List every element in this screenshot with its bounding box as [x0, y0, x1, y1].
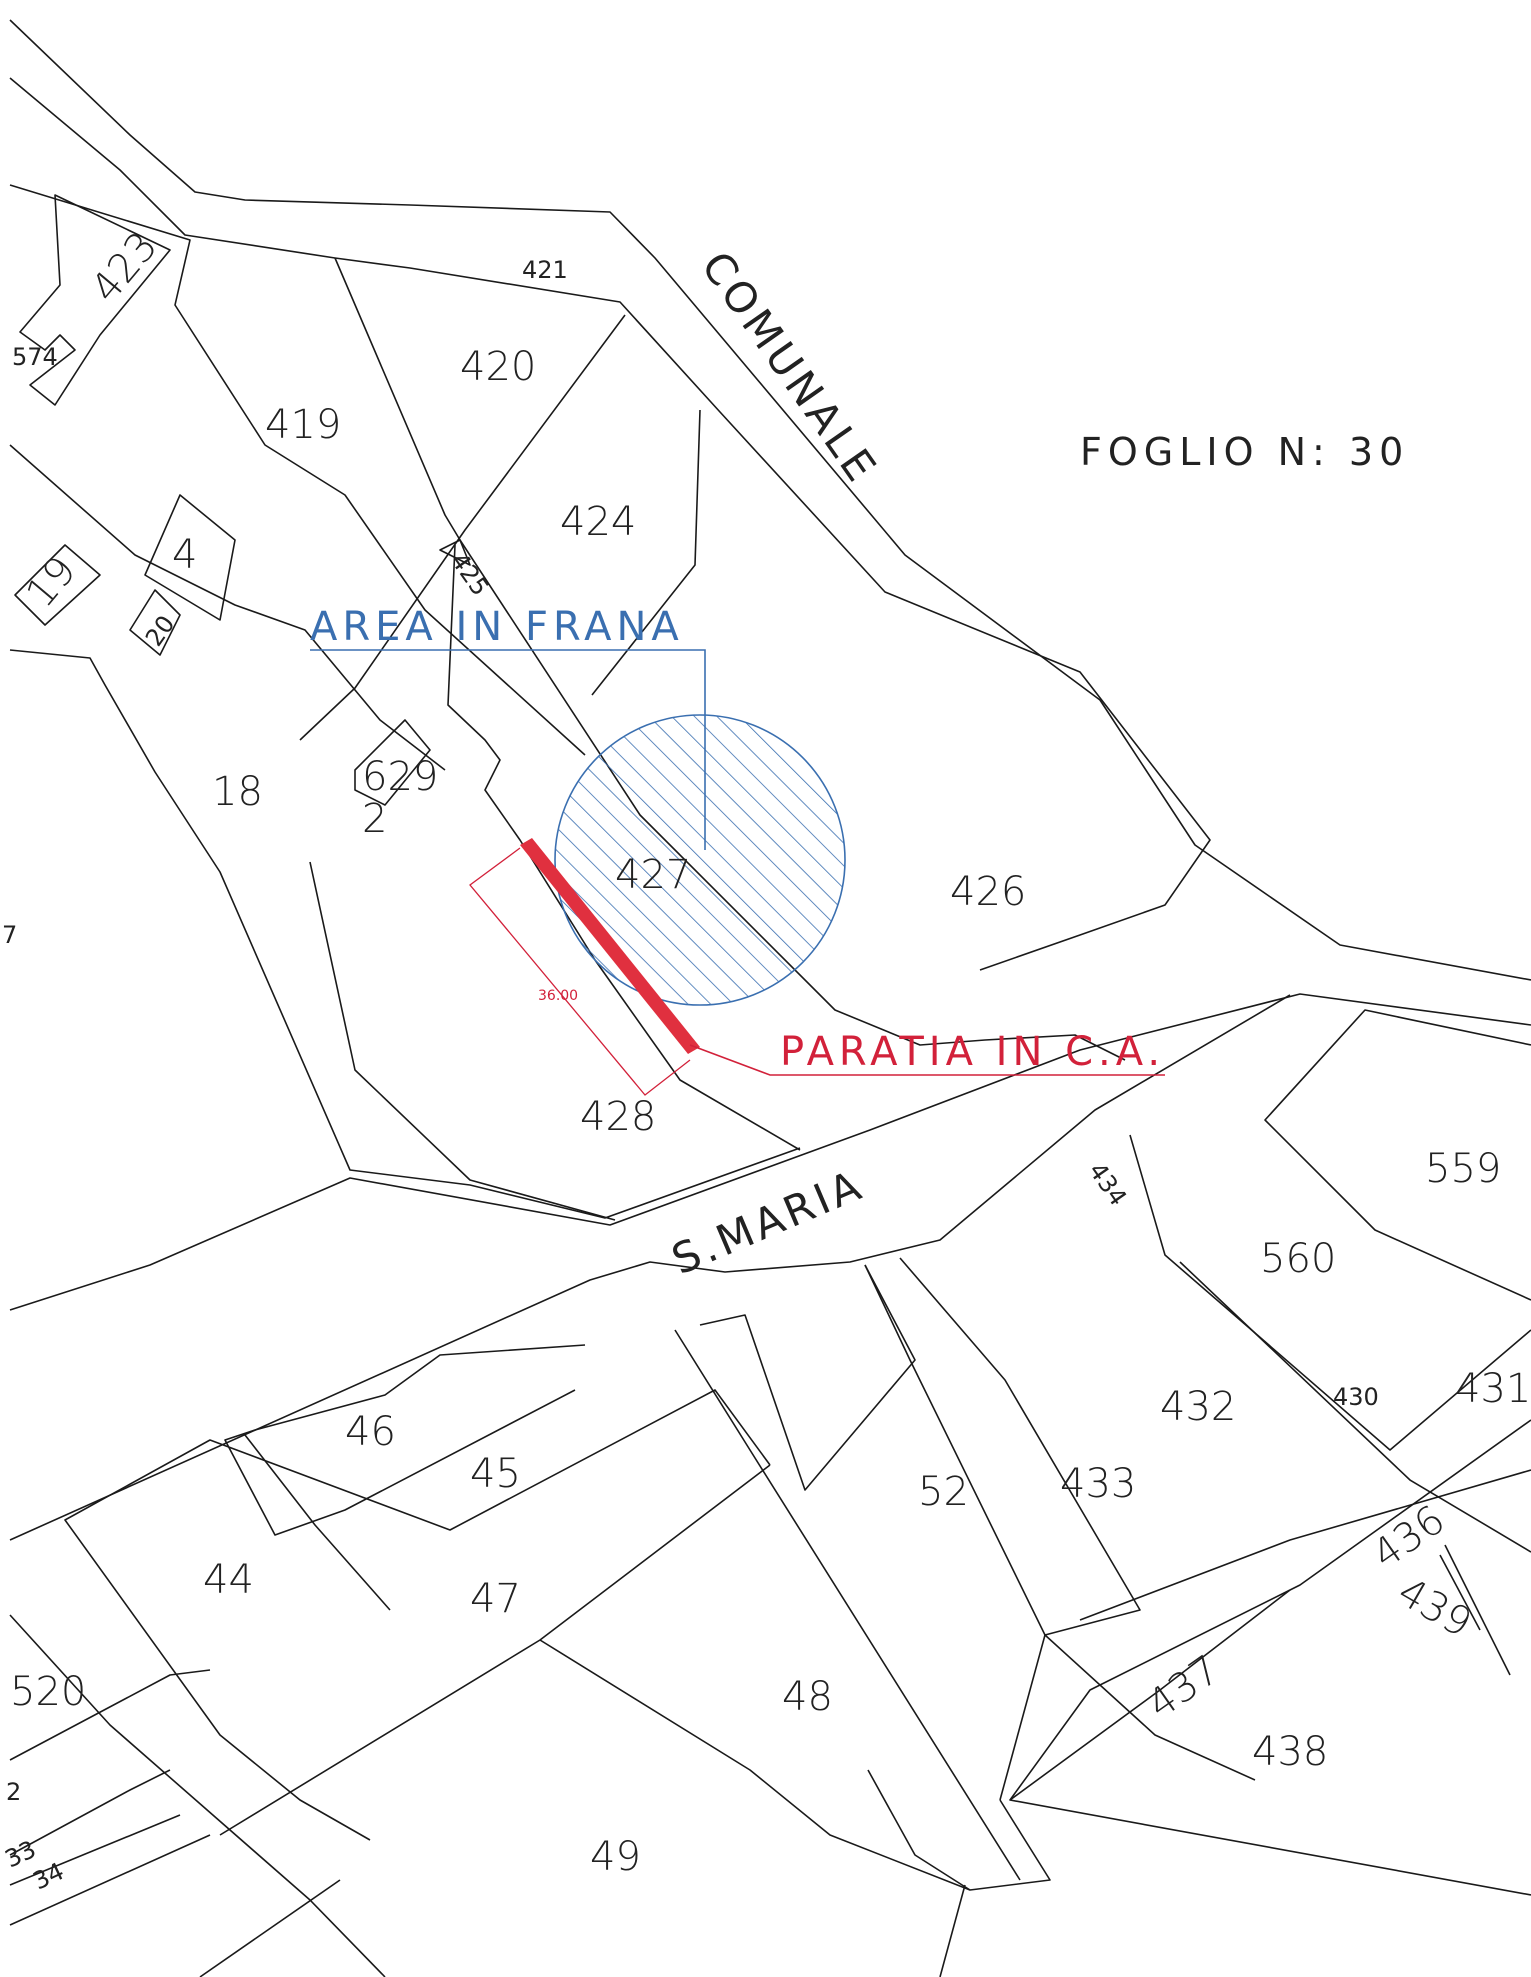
parcel-label: 432 [1160, 1384, 1236, 1430]
parcel-label: 49 [590, 1834, 641, 1880]
road-label-smaria: S.MARIA [665, 1160, 871, 1285]
parcel-label: 47 [470, 1576, 521, 1622]
bulkhead-label: PARATIA IN C.A. [780, 1029, 1165, 1075]
bulkhead [469, 838, 1165, 1096]
parcel-label: 520 [10, 1669, 86, 1715]
parcel-label: 421 [522, 256, 568, 284]
parcel-label: 431 [1455, 1366, 1531, 1412]
parcel-label: 426 [950, 869, 1026, 915]
parcel-label: 427 [615, 852, 691, 898]
parcel-label: 428 [580, 1094, 656, 1140]
parcel-label: 424 [560, 499, 636, 545]
parcel-label: 4 [172, 532, 197, 578]
parcel-label: 2 [6, 1778, 21, 1806]
parcel-label: 44 [203, 1557, 254, 1603]
parcel-label: 629 [362, 754, 438, 800]
parcel-label: 436 [1364, 1497, 1453, 1578]
parcel-label: 420 [460, 344, 536, 390]
landslide-area [310, 649, 846, 1006]
parcel-label: 2 [362, 796, 387, 842]
parcel-label: 433 [1060, 1461, 1136, 1507]
parcel-label: 423 [82, 223, 166, 311]
parcel-label: 19 [17, 548, 85, 617]
parcel-label: 574 [12, 343, 58, 371]
parcel-label: 560 [1260, 1236, 1336, 1282]
bulkhead-dimension: 36.00 [538, 988, 578, 1004]
road-label-comunale: COMUNALE [692, 243, 888, 493]
parcel-label: 7 [2, 921, 17, 949]
parcel-label: 430 [1333, 1383, 1379, 1411]
labels: FOGLIO N: 30 COMUNALE S.MARIA AREA IN FR… [1, 223, 1531, 1895]
parcel-label: 20 [140, 610, 180, 651]
parcel-label: 419 [265, 402, 341, 448]
sheet-label: FOGLIO N: 30 [1080, 430, 1409, 474]
parcel-label: 48 [782, 1674, 833, 1720]
parcel-label: 18 [212, 769, 263, 815]
parcel-label: 52 [918, 1469, 969, 1515]
parcel-label: 438 [1252, 1729, 1328, 1775]
parcel-label: 559 [1425, 1146, 1501, 1192]
landslide-label: AREA IN FRANA [310, 604, 684, 650]
parcel-boundaries [9, 19, 1531, 1977]
parcel-label: 434 [1083, 1157, 1132, 1211]
parcel-label: 45 [470, 1451, 521, 1497]
parcel-label: 439 [1390, 1569, 1479, 1647]
parcel-label: 46 [345, 1409, 396, 1455]
